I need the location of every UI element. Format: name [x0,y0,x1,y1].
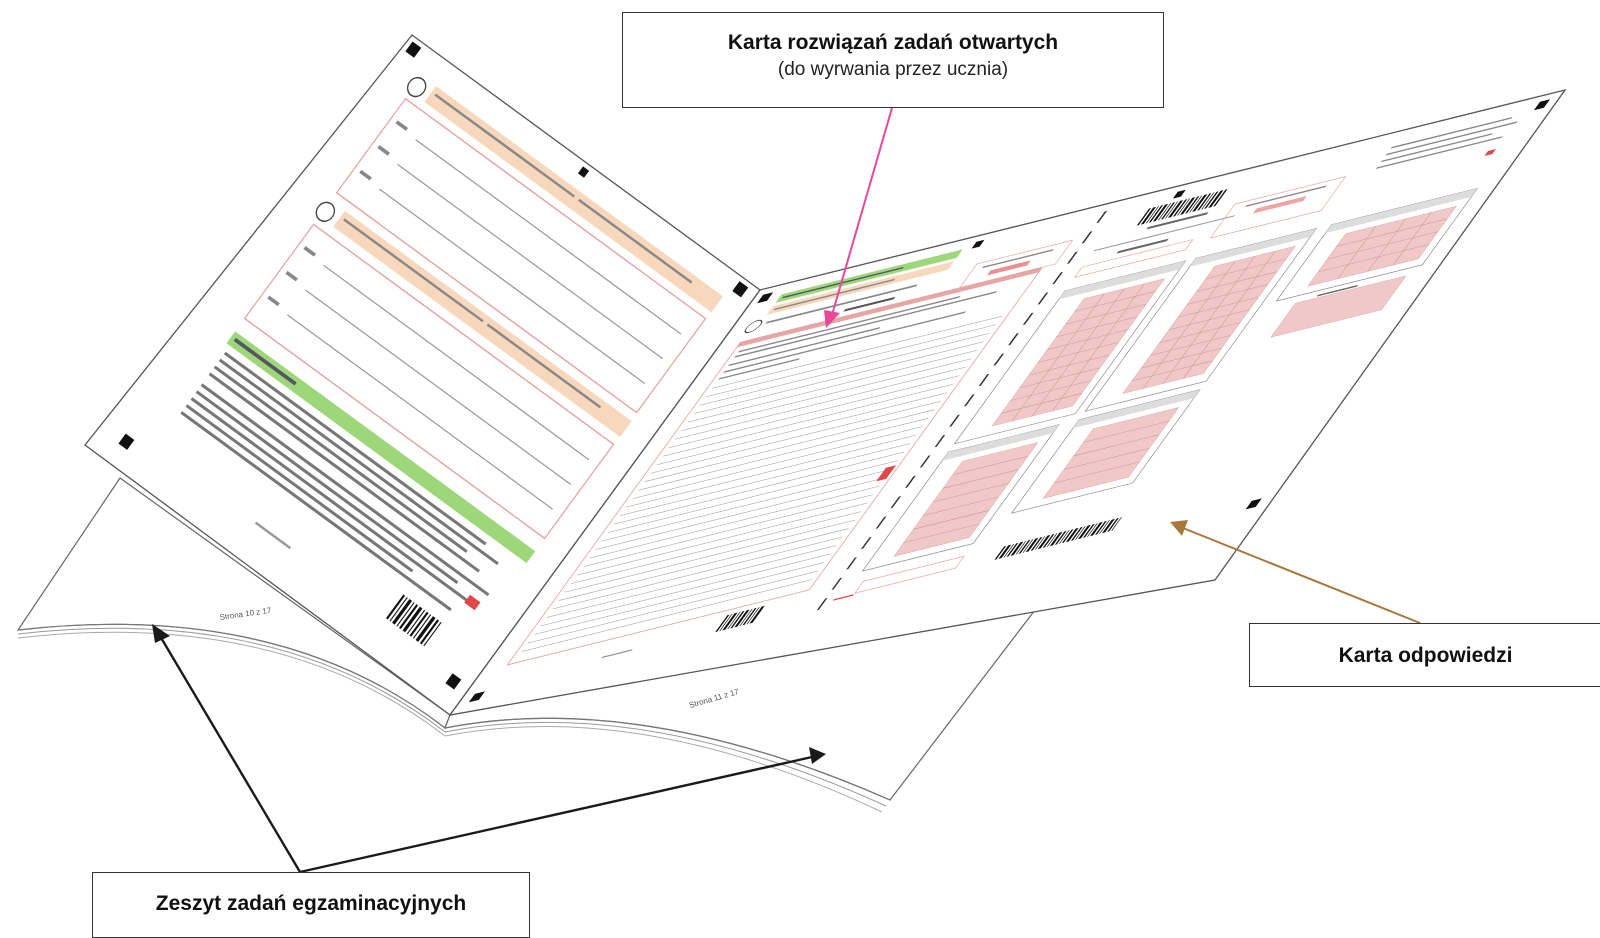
tear-line [811,210,1108,618]
exam-booklet-back-pages: Strona 10 z 17 Strona 11 z 17 [16,477,1037,813]
answer-sheet-paper [448,88,1567,716]
open-tasks-answer-sheet [506,239,1074,666]
answer-grid-left [953,260,1187,445]
callout-exam-booklet: Zeszyt zadań egzaminacyjnych [92,872,530,938]
booklet-arrowhead-right [809,747,826,764]
answer-sheet-arrowhead [1170,520,1188,536]
booklet-arrow-right [299,755,813,874]
answer-sheet-content [468,99,1551,703]
open-sheet-arrow [831,107,893,316]
answer-grid-bottom [861,389,1201,572]
booklet-arrow-left [158,635,302,873]
callout-arrows [152,107,1421,874]
callout-open-tasks-title: Karta rozwiązań zadań otwartych [727,31,1059,54]
open-sheet-arrowhead [824,310,840,328]
answer-sheet-form [832,116,1518,601]
answer-grid-middle [1084,227,1318,412]
callout-open-tasks-subtitle: (do wyrwania przez ucznia) [777,59,1009,80]
open-tasks-page [84,34,761,716]
callout-open-tasks-sheet: Karta rozwiązań zadań otwartych (do wyrw… [622,12,1164,108]
callout-answer-sheet: Karta odpowiedzi [1249,623,1600,687]
callout-answer-sheet-title: Karta odpowiedzi [1338,644,1513,667]
open-tasks-page-content [118,41,749,690]
answer-grid-right [1270,187,1479,338]
answer-sheet-spread [448,88,1567,716]
answer-sheet-arrow [1182,527,1421,624]
callout-exam-booklet-title: Zeszyt zadań egzaminacyjnych [155,892,467,915]
booklet-arrowhead-left [152,624,170,643]
